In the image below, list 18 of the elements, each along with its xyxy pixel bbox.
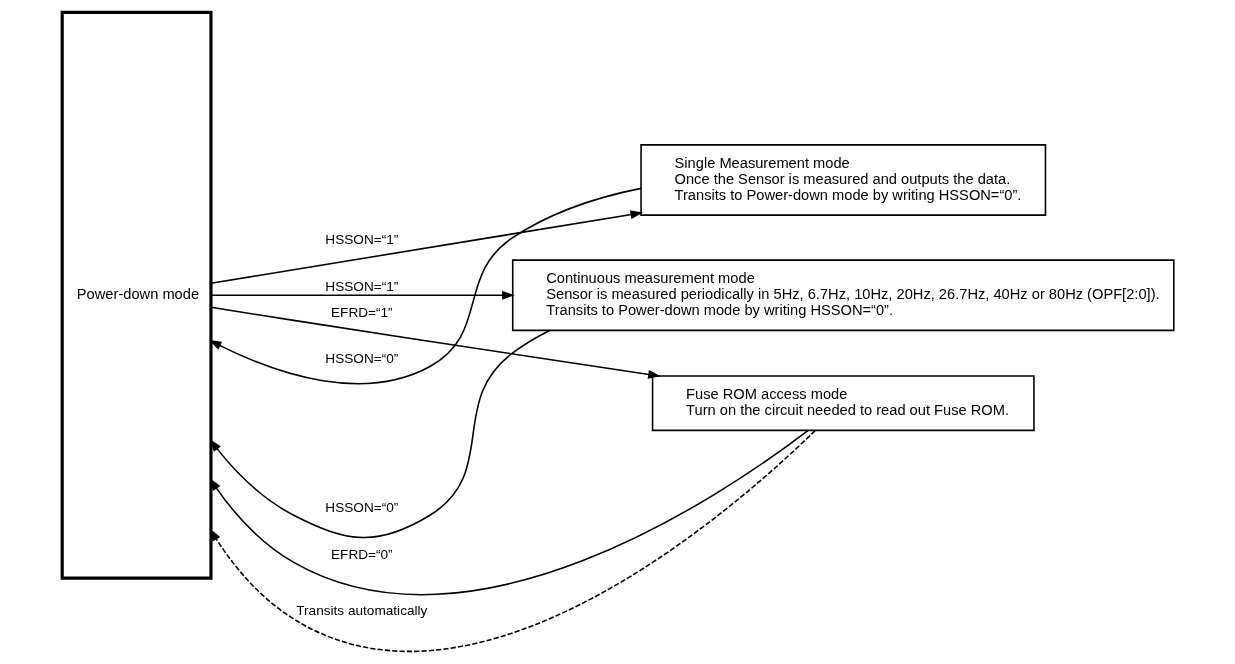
edge-label: HSSON=“1” — [324, 232, 398, 248]
edge-label: HSSON=“1” — [324, 279, 398, 295]
node-box: Fuse ROM access mode Turn on the circuit needed to read out Fuse ROM. — [651, 375, 1035, 432]
arrow — [209, 210, 643, 285]
arrow — [209, 329, 550, 539]
arrow — [209, 429, 809, 596]
edge-label: EFRD=“0” — [330, 546, 393, 562]
arrow — [209, 306, 661, 379]
arrow — [209, 290, 515, 300]
edge-label: EFRD=“1” — [330, 304, 393, 320]
node-box: Single Measurement mode Once the Sensor is measured and outputs the data. Transits to Power-down mode by writing HSSON=“0”. — [639, 144, 1046, 216]
edge-label: HSSON=“0” — [324, 499, 398, 515]
node-box: Continuous measurement mode Sensor is measured periodically in 5Hz, 6.7Hz, 10Hz, 20Hz, 26.7Hz, 40Hz or 80Hz (OPF[2:0]). Transits to Power-down mode by writing HSSON=“0”. — [511, 259, 1175, 332]
arrow — [209, 429, 816, 652]
arrow — [208, 187, 642, 385]
node-box: Power-down mode — [60, 10, 213, 580]
edge-label: HSSON=“0” — [324, 350, 398, 366]
edge-label: Transits automatically — [295, 603, 427, 619]
